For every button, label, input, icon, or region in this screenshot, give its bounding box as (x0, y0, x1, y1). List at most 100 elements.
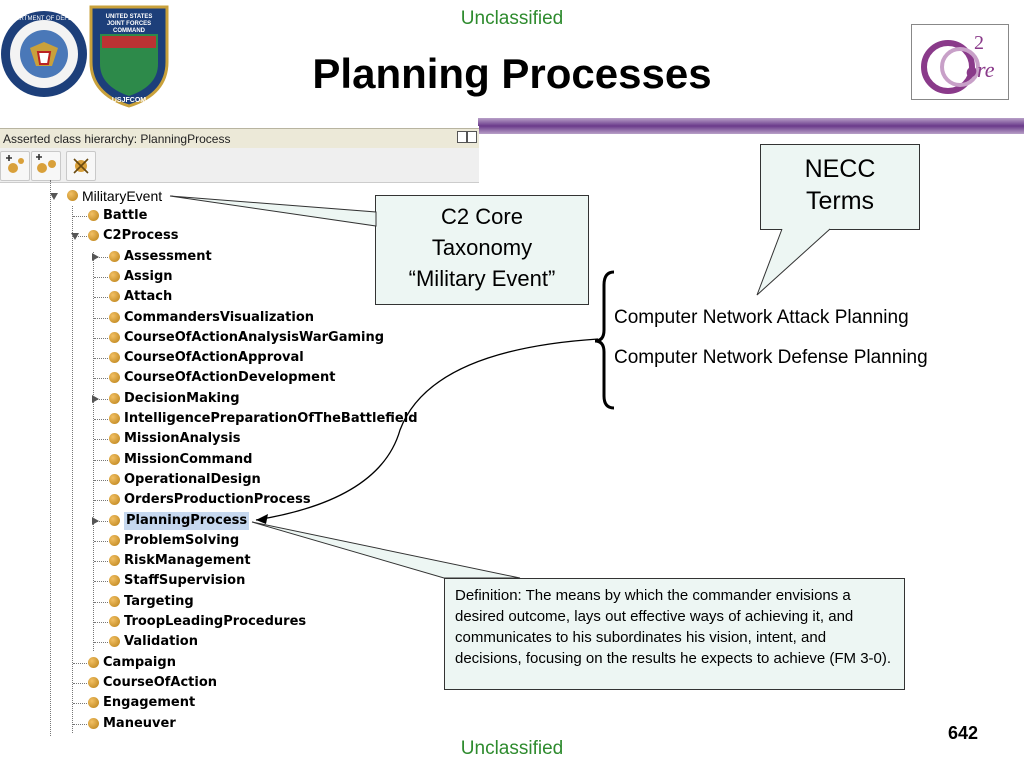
class-node-icon (88, 676, 99, 688)
class-node-icon (109, 433, 120, 445)
svg-text:ore: ore (966, 57, 995, 82)
tree-node-label: MissionAnalysis (124, 431, 241, 447)
tree-connector (94, 358, 108, 360)
tree-node-label: CourseOfActionDevelopment (124, 370, 336, 386)
tree-connector (94, 317, 108, 319)
c2core-taxonomy-callout: C2 Core Taxonomy “Military Event” (375, 195, 589, 305)
tree-node-label: OperationalDesign (124, 471, 261, 487)
class-node-icon (88, 717, 99, 729)
expand-arrow-icon[interactable] (92, 394, 99, 403)
c2core-callout-line-2: Taxonomy (431, 235, 533, 260)
panel-header: Asserted class hierarchy: PlanningProces… (0, 128, 479, 150)
tree-connector (73, 216, 87, 217)
tree-connector (73, 236, 87, 238)
class-node-icon (109, 352, 120, 364)
expand-arrow-icon[interactable] (92, 252, 99, 261)
tree-connector (94, 561, 108, 563)
tree-node-label: Maneuver (103, 715, 176, 731)
collapse-arrow-icon[interactable] (50, 193, 58, 200)
panel-toolbar (0, 148, 479, 183)
collapse-arrow-icon[interactable] (71, 233, 79, 241)
class-node-icon (109, 555, 120, 567)
tree-connector (94, 337, 108, 339)
dod-seal-logo: DEPARTMENT OF DEFENSE (1, 11, 87, 97)
class-node-icon (109, 372, 120, 384)
class-node-icon (109, 413, 120, 424)
page-number: 642 (948, 723, 979, 743)
tree-connector (73, 703, 87, 705)
class-node-icon (88, 697, 99, 709)
c2core-callout-line-1: C2 Core (441, 204, 523, 229)
tree-node-label: Validation (124, 634, 198, 650)
class-node-icon (109, 250, 120, 262)
tree-connector (94, 642, 108, 644)
delete-class-button[interactable] (66, 151, 96, 181)
panel-close-button[interactable] (467, 131, 477, 143)
class-node-icon (109, 473, 120, 485)
add-sibling-button[interactable] (31, 151, 61, 181)
svg-text:UNITED STATES: UNITED STATES (106, 14, 153, 20)
tree-connector (94, 297, 108, 299)
tree-node-label: OrdersProductionProcess (124, 492, 311, 508)
class-node-icon (109, 392, 120, 404)
class-node-icon (109, 575, 120, 587)
tree-node-label: PlanningProcess (124, 511, 250, 530)
tree-connector (94, 622, 108, 623)
class-node-icon (88, 230, 99, 242)
tree-guide-level1 (72, 206, 73, 733)
tree-node-label: Battle (103, 208, 148, 223)
tree-connector (94, 520, 108, 522)
tree-connector (94, 479, 108, 481)
tree-node-label: Engagement (103, 695, 196, 711)
tree-node-label: MilitaryEvent (82, 188, 163, 204)
delete-class-icon (73, 158, 89, 174)
tree-node-label: Campaign (103, 654, 176, 670)
add-subclass-button[interactable] (0, 151, 30, 181)
tree-node-label: ProblemSolving (124, 532, 240, 548)
tree-connector (94, 581, 108, 583)
c2core-logo: 2 ore (911, 24, 1009, 100)
tree-connector (73, 662, 87, 664)
tree-connector (73, 723, 87, 725)
tree-connector (94, 459, 108, 461)
accent-bar (478, 118, 1024, 134)
definition-callout: Definition: The means by which the comma… (444, 578, 905, 690)
tree-connector (94, 419, 108, 420)
tree-connector (94, 256, 108, 258)
class-node-icon (109, 636, 120, 648)
expand-arrow-icon[interactable] (92, 516, 99, 525)
class-node-icon (109, 311, 120, 323)
tree-node-label: C2Process (103, 228, 179, 244)
c2core-callout-line-3: “Military Event” (408, 266, 556, 291)
tree-node-label: TroopLeadingProcedures (124, 614, 307, 629)
tree-node-label: DecisionMaking (124, 390, 240, 406)
tree-connector (94, 500, 108, 502)
tree-node-label: CourseOfActionAnalysisWarGaming (124, 329, 385, 345)
necc-callout-line-1: NECC (804, 155, 876, 183)
class-node-icon (109, 534, 120, 546)
tree-node-label: Assign (124, 268, 173, 284)
classification-bottom: Unclassified (460, 738, 564, 759)
class-node-icon (67, 190, 78, 201)
class-node-icon (88, 210, 99, 221)
necc-terms-callout: NECC Terms (760, 144, 920, 230)
jfcom-shield-logo: UNITED STATES JOINT FORCES COMMAND USJFC… (89, 5, 169, 108)
class-node-icon (109, 331, 120, 343)
tree-node-label: Attach (124, 289, 173, 305)
class-node-icon (109, 514, 120, 526)
tree-guide-level2 (93, 252, 94, 652)
tree-node-label: CourseOfActionApproval (124, 350, 304, 366)
panel-restore-button[interactable] (457, 131, 467, 143)
tree-node-label: CommandersVisualization (124, 309, 315, 325)
svg-text:JOINT FORCES: JOINT FORCES (107, 21, 151, 27)
class-node-icon (109, 494, 120, 506)
tree-node-label: Targeting (124, 593, 194, 609)
necc-callout-line-2: Terms (805, 187, 875, 215)
add-subclass-icon (6, 155, 24, 173)
tree-node-label: RiskManagement (124, 553, 251, 569)
class-node-icon (88, 656, 99, 668)
svg-text:DEPARTMENT OF DEFENSE: DEPARTMENT OF DEFENSE (4, 16, 85, 22)
svg-text:COMMAND: COMMAND (113, 28, 146, 34)
tree-guide-root (50, 180, 51, 736)
class-node-icon (109, 616, 120, 627)
